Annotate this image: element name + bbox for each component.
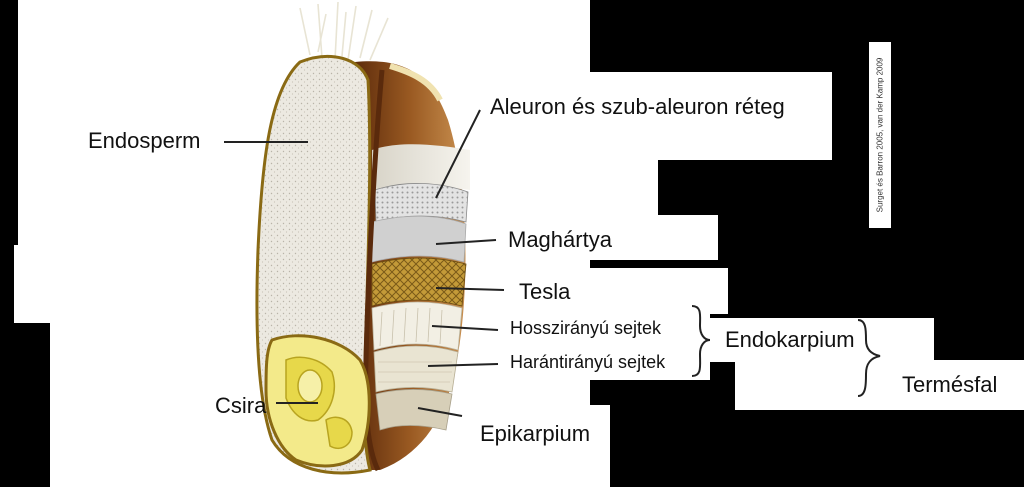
label-csira: Csira bbox=[215, 393, 267, 418]
label-harantiranyu: Harántirányú sejtek bbox=[510, 352, 666, 372]
label-endosperm: Endosperm bbox=[88, 128, 201, 153]
panel-maghartya bbox=[480, 215, 718, 260]
citation-box: Surget és Barron 2005, van der Kamp 2009 bbox=[869, 42, 891, 228]
label-hossziranyu: Hosszirányú sejtek bbox=[510, 318, 662, 338]
tesla-layer bbox=[371, 257, 467, 307]
panel-aleuron bbox=[480, 72, 832, 160]
pointer-aleuron bbox=[435, 109, 481, 199]
epikarpium-layer bbox=[375, 389, 453, 431]
pointer-hossziranyu bbox=[431, 325, 499, 331]
label-aleuron: Aleuron és szub-aleuron réteg bbox=[490, 94, 785, 119]
germ bbox=[264, 334, 371, 468]
pointer-lines bbox=[224, 109, 505, 417]
harantiranyu-layer bbox=[373, 345, 459, 393]
bracket-endokarpium bbox=[691, 305, 711, 377]
hair-brush bbox=[299, 1, 389, 61]
pointer-epikarpium bbox=[417, 407, 463, 417]
label-maghartya: Maghártya bbox=[508, 227, 612, 252]
label-endokarpium: Endokarpium bbox=[725, 327, 855, 352]
label-termesfal: Termésfal bbox=[902, 372, 998, 397]
panel-left-low bbox=[14, 245, 214, 323]
pointer-maghartya bbox=[435, 239, 497, 245]
label-tesla: Tesla bbox=[519, 279, 571, 304]
panel-sejtek bbox=[480, 308, 710, 380]
pointer-tesla bbox=[435, 287, 505, 291]
panel-termesfal bbox=[735, 360, 1024, 410]
pointer-harantiranyu bbox=[427, 363, 499, 367]
crease bbox=[363, 69, 385, 472]
panel-endokarpium bbox=[700, 318, 934, 362]
maghartya-layer bbox=[371, 215, 467, 263]
layer-stack bbox=[371, 144, 470, 431]
panel-tesla bbox=[480, 268, 728, 314]
bracket-termesfal bbox=[857, 319, 881, 397]
label-epikarpium: Epikarpium bbox=[480, 421, 591, 446]
